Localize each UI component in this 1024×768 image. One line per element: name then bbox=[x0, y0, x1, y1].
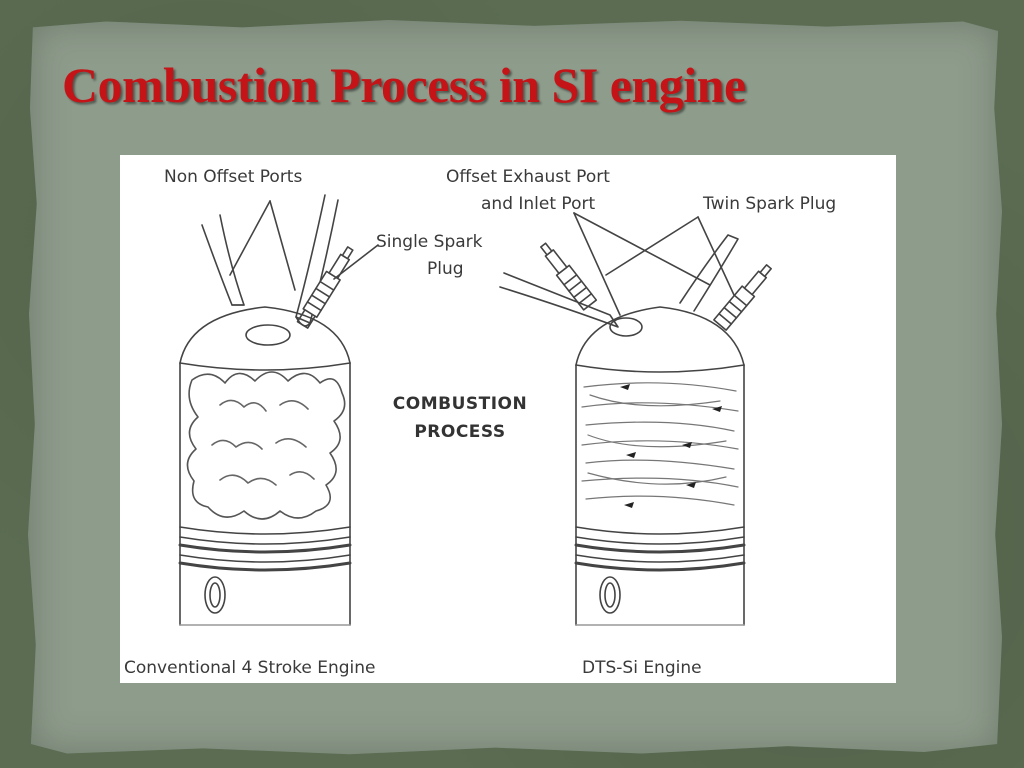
label-offset-ports-line1: Offset Exhaust Port bbox=[446, 167, 610, 187]
engine-diagram: Non Offset Ports Single Spark Plug Offse… bbox=[120, 155, 896, 683]
label-twin-spark-plug: Twin Spark Plug bbox=[703, 194, 837, 214]
conventional-engine-illustration bbox=[178, 194, 379, 626]
label-non-offset-ports: Non Offset Ports bbox=[164, 167, 303, 187]
label-center-line1: COMBUSTION bbox=[392, 394, 528, 414]
label-single-spark-plug-line2: Plug bbox=[427, 259, 464, 279]
diagram-drawing bbox=[178, 194, 772, 626]
label-center-line2: PROCESS bbox=[414, 422, 506, 442]
caption-conventional-engine: Conventional 4 Stroke Engine bbox=[124, 658, 376, 678]
label-single-spark-plug-line1: Single Spark bbox=[376, 232, 483, 252]
slide-title: Combustion Process in SI engine bbox=[62, 57, 746, 113]
caption-dts-si-engine: DTS-Si Engine bbox=[582, 658, 702, 678]
dts-si-engine-illustration bbox=[499, 212, 772, 626]
label-offset-ports-line2: and Inlet Port bbox=[481, 194, 596, 214]
